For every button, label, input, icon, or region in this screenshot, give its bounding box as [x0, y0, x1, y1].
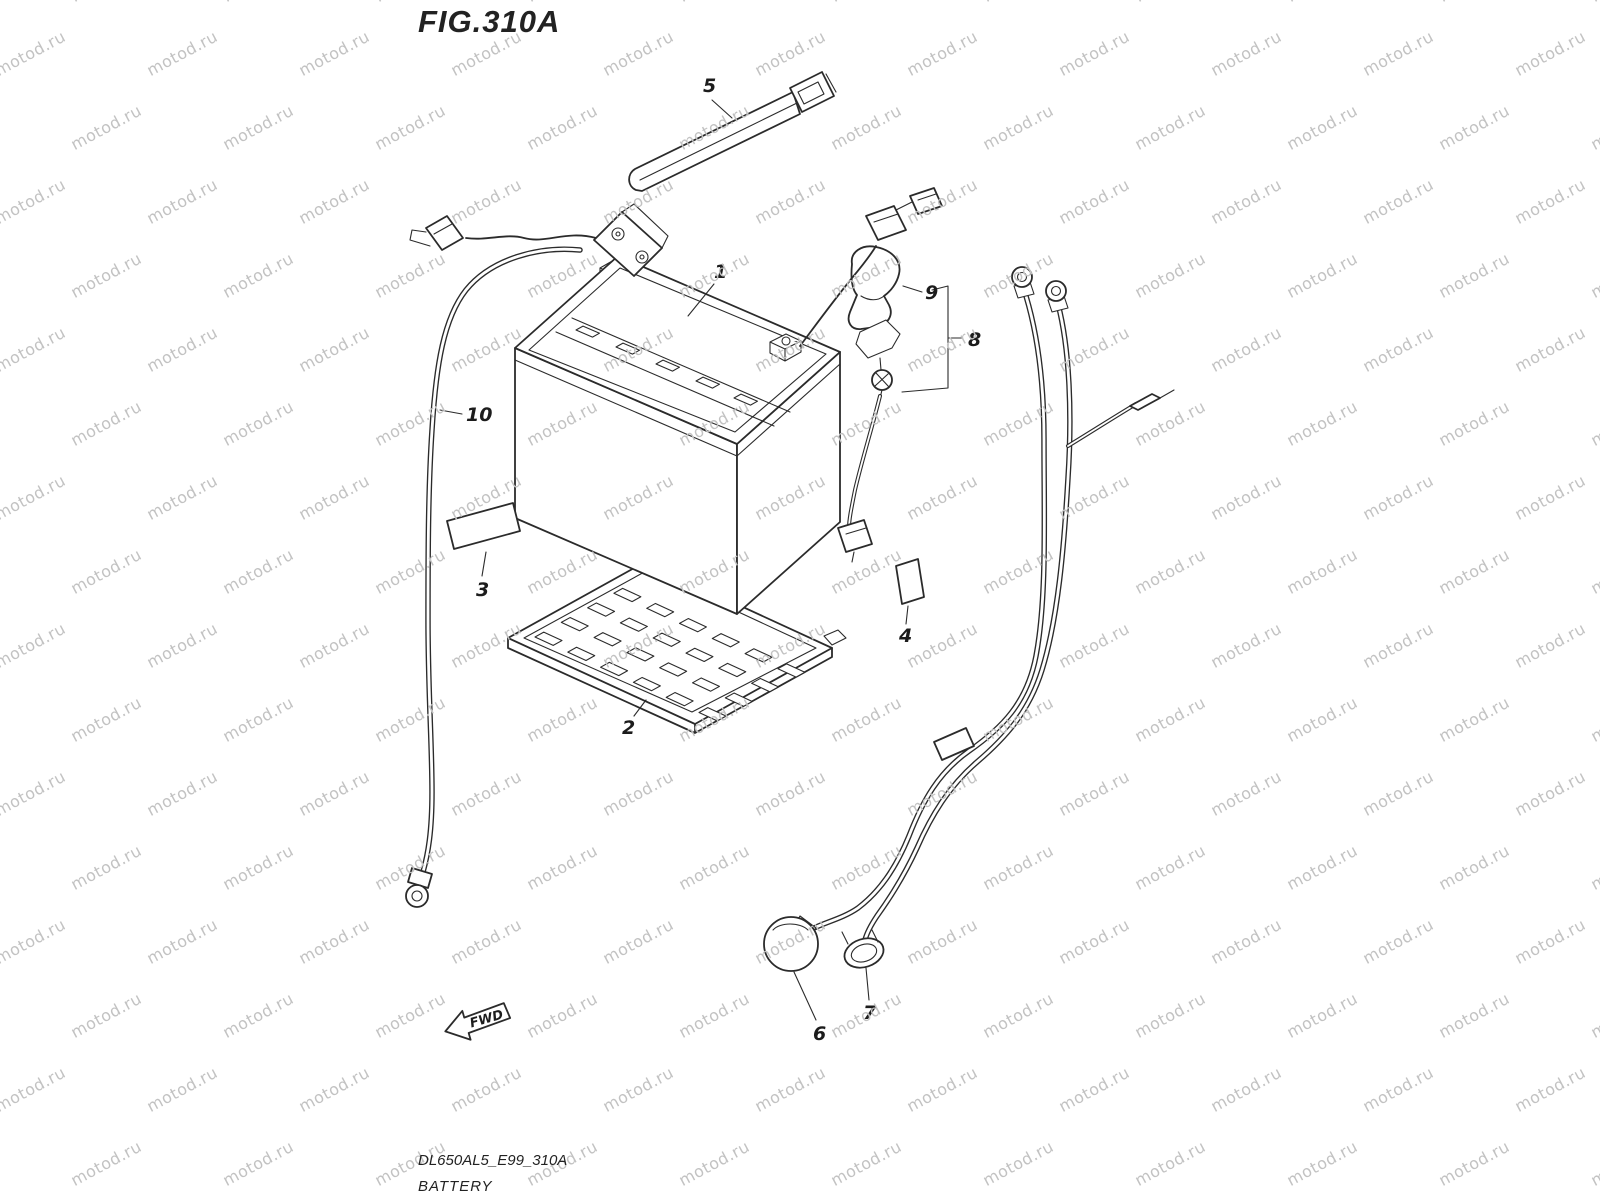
mid-wire-connector-detail — [845, 527, 867, 563]
strap-band — [628, 91, 801, 192]
terminal-bracket-plate — [855, 319, 901, 359]
cable-10-run-inner — [421, 247, 582, 874]
strap-illustration — [628, 71, 837, 192]
callout-10-leader — [439, 409, 463, 415]
lead-connector-b-detail — [917, 193, 937, 201]
battery-cables-illustration — [763, 266, 1175, 972]
terminal-cover-fold — [860, 295, 885, 301]
callout-5: 5 — [703, 75, 716, 97]
callout-3: 3 — [476, 579, 489, 601]
callout-9: 9 — [925, 282, 938, 304]
cable-band — [933, 727, 975, 761]
battery-top-rim — [528, 267, 827, 433]
callout-6: 6 — [813, 1023, 826, 1045]
bracket-bolt-1 — [611, 227, 625, 241]
ring-terminal-2-hole — [1050, 285, 1062, 297]
fwd-arrow-shape — [444, 1002, 512, 1041]
battery-terminal-bracket-tab — [621, 203, 669, 249]
lead-connector-b — [909, 187, 943, 215]
bracket-bolt-2 — [635, 250, 649, 264]
cable-10-illustration — [405, 203, 669, 908]
cable-10-connector — [425, 215, 464, 251]
footer-figure-name: BATTERY — [418, 1178, 493, 1195]
battery-terminal-bolt — [781, 336, 791, 346]
battery-cap-ridge-2 — [555, 331, 775, 427]
battery-illustration — [514, 255, 841, 615]
terminal-cover-illustration — [847, 245, 901, 399]
cable-6-inner — [808, 294, 1046, 932]
callout-7-leader — [865, 967, 870, 1001]
cable-10-lead-wire — [465, 234, 597, 241]
boot-6 — [763, 916, 819, 972]
ring-terminal-1-hole — [1016, 271, 1028, 283]
tray-tab-right — [823, 629, 847, 646]
callout-6-leader — [793, 971, 817, 1021]
figure-title: FIG.310A — [418, 4, 561, 39]
pad-4 — [895, 558, 925, 605]
lead-connector-a-detail — [873, 213, 899, 223]
ring-terminal-1 — [1011, 266, 1033, 288]
strap-buckle — [789, 71, 835, 113]
cap-7-outer — [843, 937, 885, 969]
callout-3-leader — [481, 551, 487, 577]
callouts: 1 2 3 4 5 6 7 8 9 10 — [439, 75, 981, 1045]
terminal-cover-boot — [847, 245, 901, 330]
battery-right-terminal — [769, 333, 802, 362]
pad-3-illustration — [446, 502, 521, 550]
callout-7: 7 — [863, 1002, 877, 1024]
strap-buckle-slot — [797, 81, 825, 105]
callout-2-leader — [633, 699, 647, 717]
cable-10-ring-hole — [411, 890, 423, 902]
cable-6-outer — [807, 293, 1048, 933]
positive-lead-illustration — [799, 187, 943, 563]
strap-buckle-hook — [825, 73, 837, 93]
branch-wire-inner — [1067, 403, 1137, 447]
bracket-bolt-2-center — [639, 254, 645, 260]
branch-terminal — [1129, 393, 1161, 411]
battery-cap-ridge-1 — [571, 317, 791, 413]
callout-8: 8 — [968, 329, 981, 351]
callout-9-leader — [902, 285, 923, 293]
ring-terminal-2 — [1045, 280, 1067, 302]
callout-2: 2 — [622, 717, 635, 739]
callout-1-leader — [687, 283, 715, 317]
boot-6-highlight — [772, 923, 809, 931]
footer-model-code: DL650AL5_E99_310A — [418, 1152, 568, 1169]
lead-connector-a — [865, 205, 907, 241]
terminal-bolt-cross — [874, 372, 890, 388]
callout-1: 1 — [714, 261, 727, 283]
callout-4-leader — [905, 605, 909, 625]
callout-5-leader — [711, 99, 733, 119]
strap-inner-line — [639, 102, 798, 181]
cable-10-ring-terminal — [405, 884, 429, 908]
tray-thickness-edge — [507, 637, 833, 734]
battery-front-lip — [514, 359, 841, 457]
positive-lead-wire — [799, 245, 877, 347]
branch-terminal-tip — [1159, 389, 1175, 399]
callout-8-bracket — [901, 285, 963, 393]
bracket-bolt-1-center — [615, 231, 621, 237]
pad-4-illustration — [895, 558, 925, 605]
fwd-arrow-label: FWD — [468, 1008, 505, 1032]
mid-wire-connector — [837, 519, 873, 553]
mid-wire-inner — [848, 395, 881, 529]
cable-7-inner — [863, 302, 1072, 942]
cap-7-inner — [850, 943, 878, 963]
cable-10-crimp — [407, 867, 433, 889]
fwd-arrow: FWD — [444, 1002, 512, 1041]
cable-10-connector-detail — [409, 223, 453, 247]
cap-7-depth — [841, 929, 879, 945]
callout-4: 4 — [898, 625, 912, 647]
pad-3 — [446, 502, 521, 550]
tray-inner-ledge — [523, 569, 817, 713]
callout-10: 10 — [466, 404, 492, 426]
battery-top-face — [514, 255, 841, 445]
lead-connector-link — [895, 201, 913, 211]
